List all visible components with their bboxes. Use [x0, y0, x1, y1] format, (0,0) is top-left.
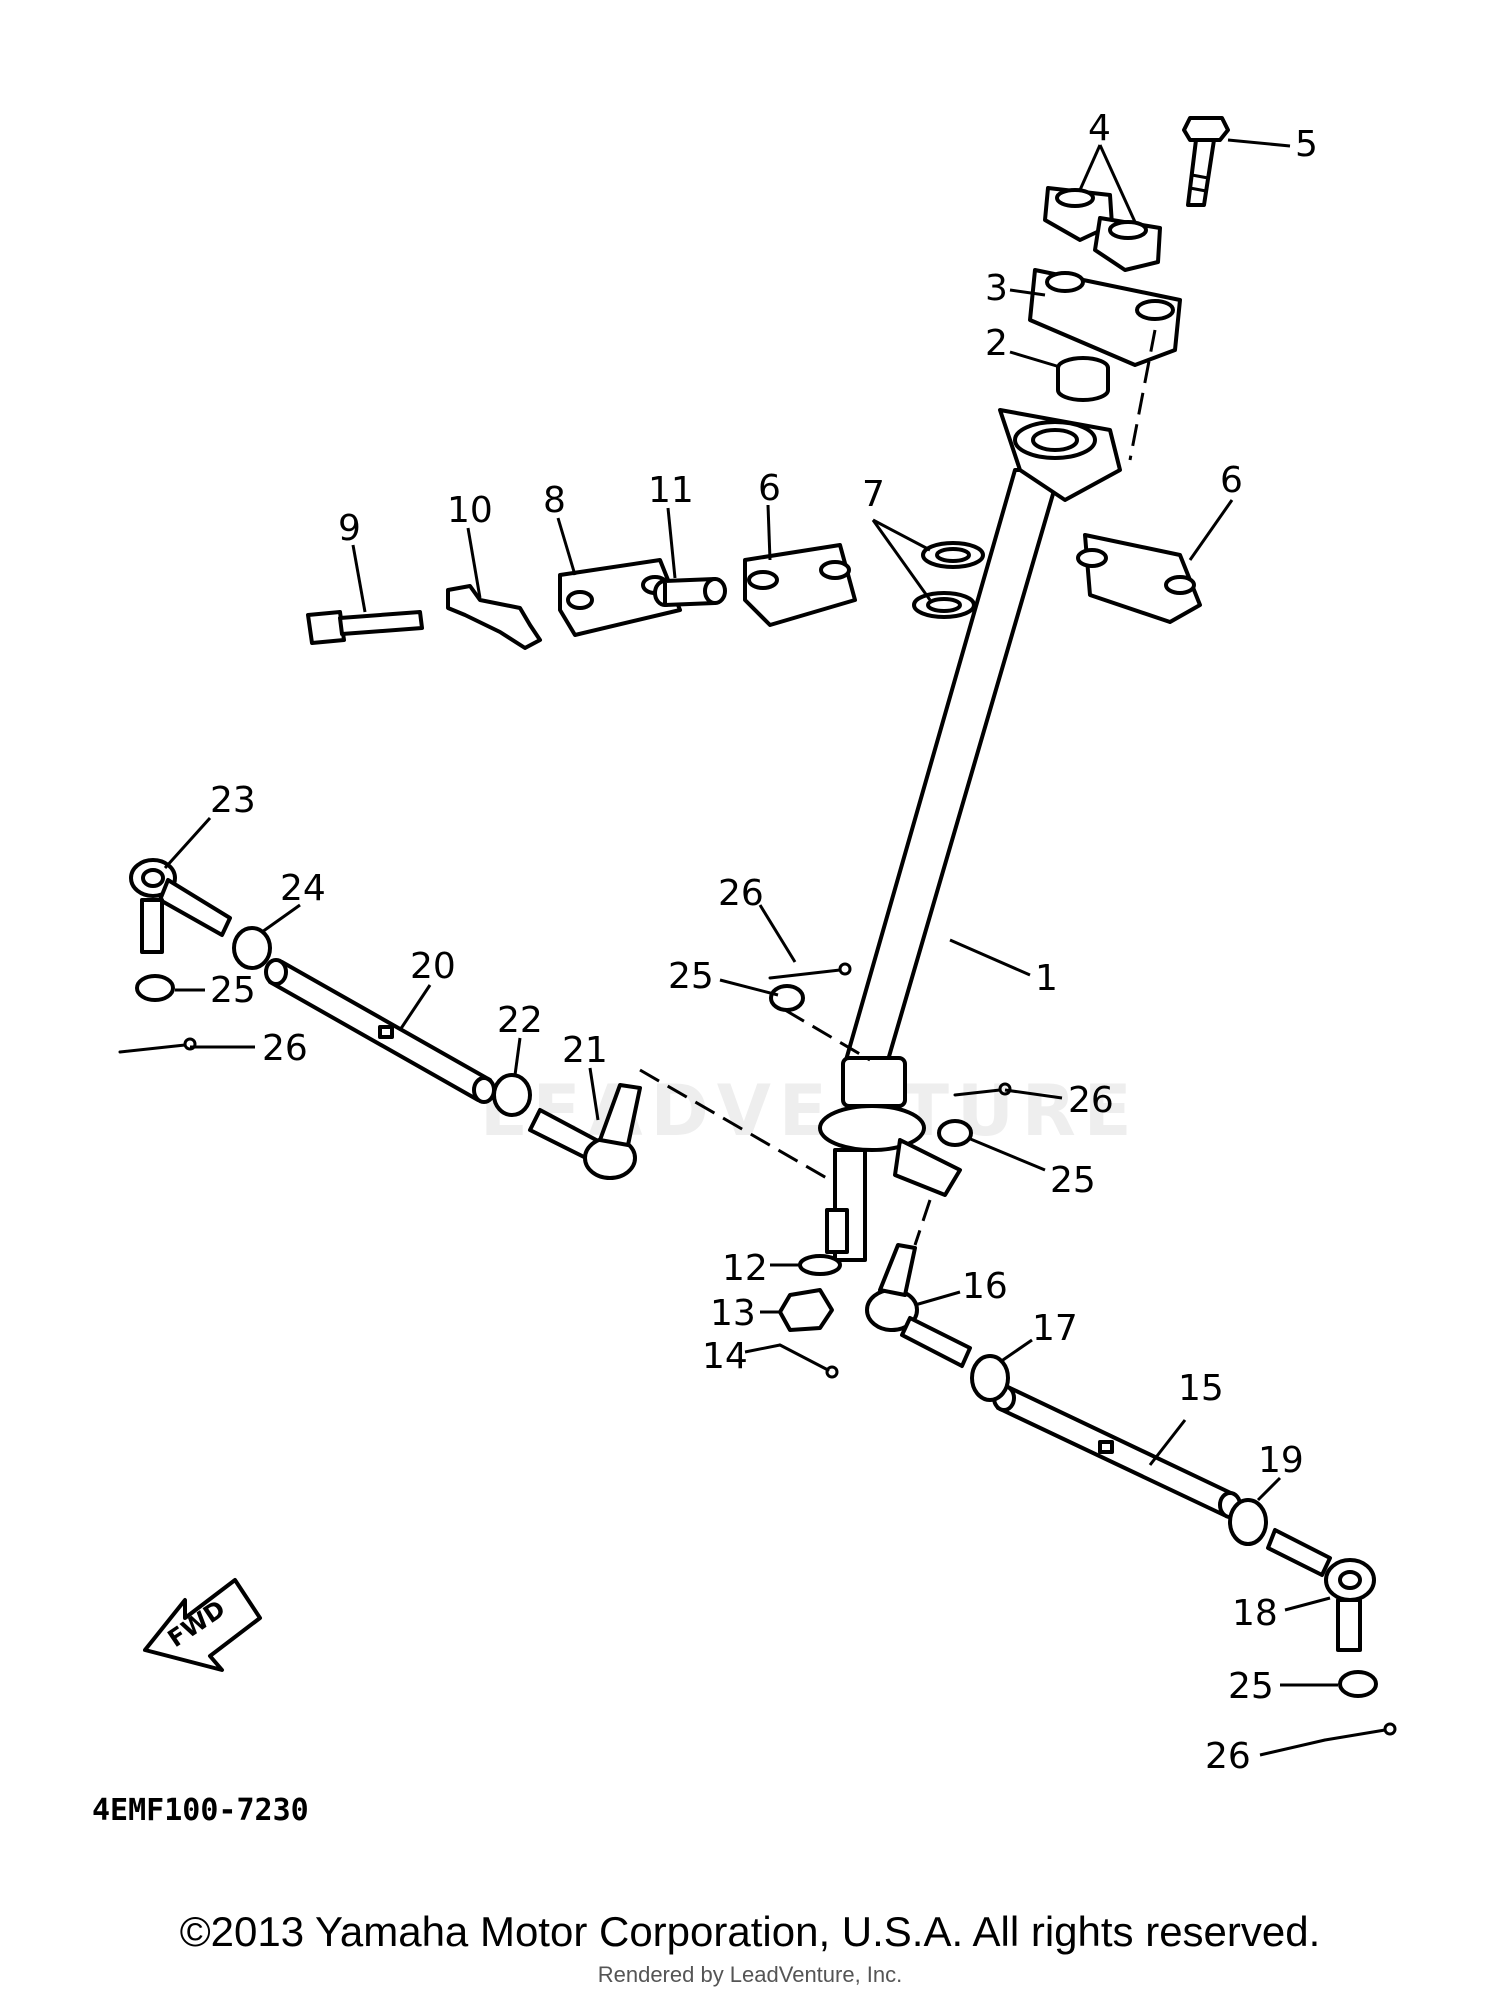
bushing	[1056, 356, 1110, 402]
callout-25b: 25	[668, 956, 714, 997]
callout-6a: 6	[758, 468, 781, 509]
callout-14: 14	[702, 1336, 748, 1377]
washer-12	[798, 1254, 842, 1276]
callout-9: 9	[338, 508, 361, 549]
rendered-by-credit: Rendered by LeadVenture, Inc.	[597, 1962, 903, 1987]
rod-end-18	[1266, 1528, 1376, 1652]
fwd-arrow-icon: FWD	[143, 1578, 262, 1672]
handlebar-holder-upper	[1028, 268, 1182, 367]
callout-20: 20	[410, 946, 456, 987]
callout-6b: 6	[1220, 460, 1243, 501]
callout-26a: 26	[718, 873, 764, 914]
nut-19	[1228, 1498, 1268, 1546]
nut-22	[492, 1073, 532, 1117]
callout-16: 16	[962, 1266, 1008, 1307]
callout-13: 13	[710, 1293, 756, 1334]
callout-10: 10	[447, 490, 493, 531]
callout-1: 1	[1035, 958, 1058, 999]
copyright-notice: ©2013 Yamaha Motor Corporation, U.S.A. A…	[179, 1908, 1321, 1955]
nut-25-b	[769, 984, 805, 1012]
callout-26b: 26	[262, 1028, 308, 1069]
holder-left	[743, 543, 857, 627]
callout-24: 24	[280, 868, 326, 909]
callout-4: 4	[1088, 108, 1111, 149]
nut-13	[778, 1288, 834, 1332]
lock-plate	[446, 584, 542, 650]
collar	[653, 577, 727, 607]
collars	[912, 541, 985, 619]
nut-25-c	[937, 1119, 973, 1147]
tie-rod-left	[264, 958, 496, 1104]
rod-end-23	[129, 858, 232, 954]
callout-2: 2	[985, 323, 1008, 364]
cotter-pins	[118, 962, 1397, 1742]
callout-8: 8	[543, 480, 566, 521]
bolt	[1182, 116, 1230, 207]
bolt-long	[306, 610, 424, 645]
callout-25d: 25	[1228, 1666, 1274, 1707]
callout-19: 19	[1258, 1440, 1304, 1481]
part-code: 4EMF100-7230	[92, 1793, 309, 1828]
callout-22: 22	[497, 1000, 543, 1041]
callout-7: 7	[862, 474, 885, 515]
rod-end-21	[528, 1083, 642, 1180]
callout-25c: 25	[1050, 1160, 1096, 1201]
callout-17: 17	[1032, 1308, 1078, 1349]
callout-21: 21	[562, 1030, 608, 1071]
nut-24	[232, 926, 272, 970]
steering-shaft	[818, 408, 1122, 1262]
rod-end-16	[865, 1243, 972, 1368]
handlebar-holders	[1043, 186, 1162, 272]
callout-18: 18	[1232, 1593, 1278, 1634]
callout-3: 3	[985, 268, 1008, 309]
nut-25-a	[135, 974, 175, 1002]
assembly-lines	[639, 329, 1157, 1246]
nut-17	[970, 1354, 1010, 1402]
callout-23: 23	[210, 780, 256, 821]
holder-right	[1076, 533, 1202, 624]
callout-15: 15	[1178, 1368, 1224, 1409]
callouts: 1 2 3 4 5 6 6 7 8 9 10 11 12 13 14 15	[163, 108, 1338, 1777]
nut-25-d	[1338, 1670, 1378, 1698]
callout-26c: 26	[1068, 1080, 1114, 1121]
callout-5: 5	[1295, 124, 1318, 165]
callout-25a: 25	[210, 970, 256, 1011]
callout-11: 11	[648, 470, 694, 511]
callout-12: 12	[722, 1248, 768, 1289]
callout-26d: 26	[1205, 1736, 1251, 1777]
